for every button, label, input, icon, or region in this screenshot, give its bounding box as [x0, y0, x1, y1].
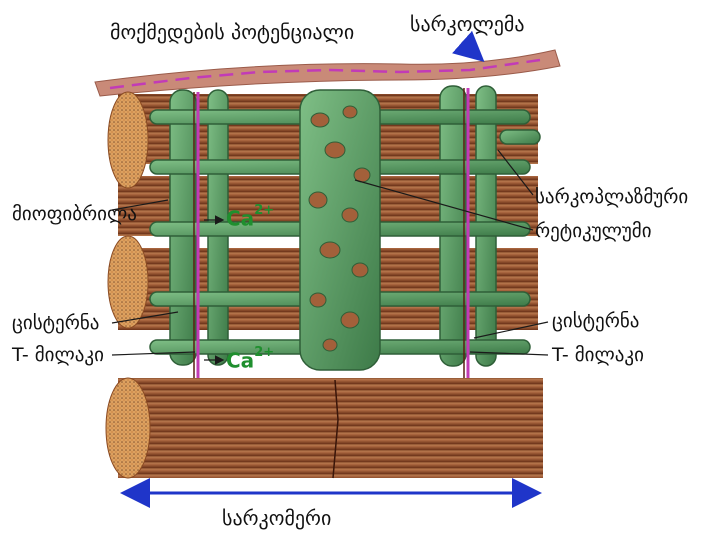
label-calcium-upper: Ca2+: [226, 208, 274, 229]
label-t-tubule-right: T- მილაკი: [552, 346, 644, 365]
calcium-charge: 2+: [254, 345, 274, 360]
label-myofibril: მიოფიბრილა: [12, 205, 137, 224]
myofibril-end-lower: [106, 378, 150, 478]
label-sarcoplasmic: სარკოპლაზმური: [535, 188, 688, 207]
label-calcium-lower: Ca2+: [226, 350, 274, 371]
sarcolemma-pointer: [462, 42, 480, 58]
calcium-symbol: Ca: [226, 207, 254, 231]
label-reticulum: რეტიკულუმი: [535, 222, 652, 241]
myofibril-end-1: [108, 92, 148, 188]
myofibril-band-lower: [118, 378, 543, 478]
label-cistern-left: ცისტერნა: [12, 314, 99, 333]
myofibril-end-2: [108, 236, 148, 328]
label-sarcomere: სარკომერი: [222, 508, 331, 528]
label-cistern-right: ცისტერნა: [552, 312, 639, 331]
calcium-charge: 2+: [254, 203, 274, 218]
label-sarcolemma: სარკოლემა: [410, 14, 525, 34]
sarcoplasmic-reticulum: [150, 86, 540, 370]
label-action-potential: მოქმედების პოტენციალი: [110, 22, 354, 42]
calcium-symbol: Ca: [226, 349, 254, 373]
label-t-tubule-left: T- მილაკი: [12, 346, 104, 365]
